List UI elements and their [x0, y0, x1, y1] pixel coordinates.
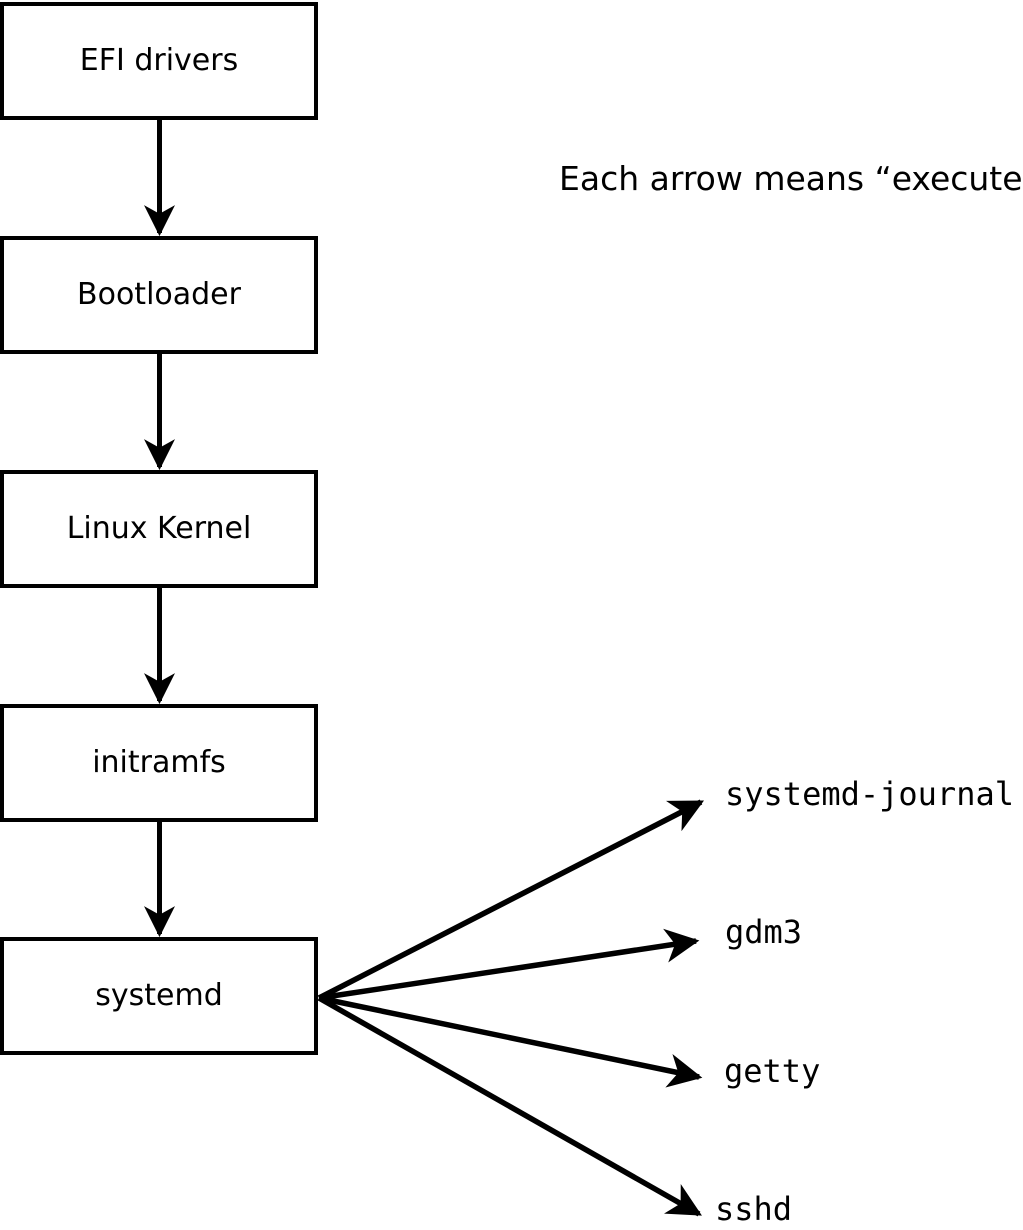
- arrow-systemd-to-systemd-journal: [317, 799, 705, 1001]
- arrow-systemd-to-gdm3: [318, 928, 700, 1001]
- legend-note: Each arrow means “executes”.: [559, 159, 1023, 198]
- node-linux-kernel: Linux Kernel: [0, 470, 318, 588]
- spawned-label-gdm3: gdm3: [725, 913, 803, 951]
- node-label: Linux Kernel: [66, 511, 252, 546]
- node-label: systemd: [95, 978, 223, 1013]
- node-efi-drivers: EFI drivers: [0, 2, 318, 120]
- node-label: initramfs: [92, 745, 226, 780]
- spawned-label-getty: getty: [724, 1052, 821, 1090]
- arrow-systemd-to-getty: [318, 995, 703, 1088]
- node-bootloader: Bootloader: [0, 236, 318, 354]
- spawned-label-sshd: sshd: [715, 1190, 793, 1228]
- node-initramfs: initramfs: [0, 704, 318, 822]
- arrow-systemd-to-sshd: [317, 995, 702, 1217]
- node-systemd: systemd: [0, 937, 318, 1055]
- node-label: Bootloader: [77, 277, 241, 312]
- node-label: EFI drivers: [79, 43, 239, 78]
- spawned-label-systemd-journal: systemd-journal: [725, 775, 1014, 813]
